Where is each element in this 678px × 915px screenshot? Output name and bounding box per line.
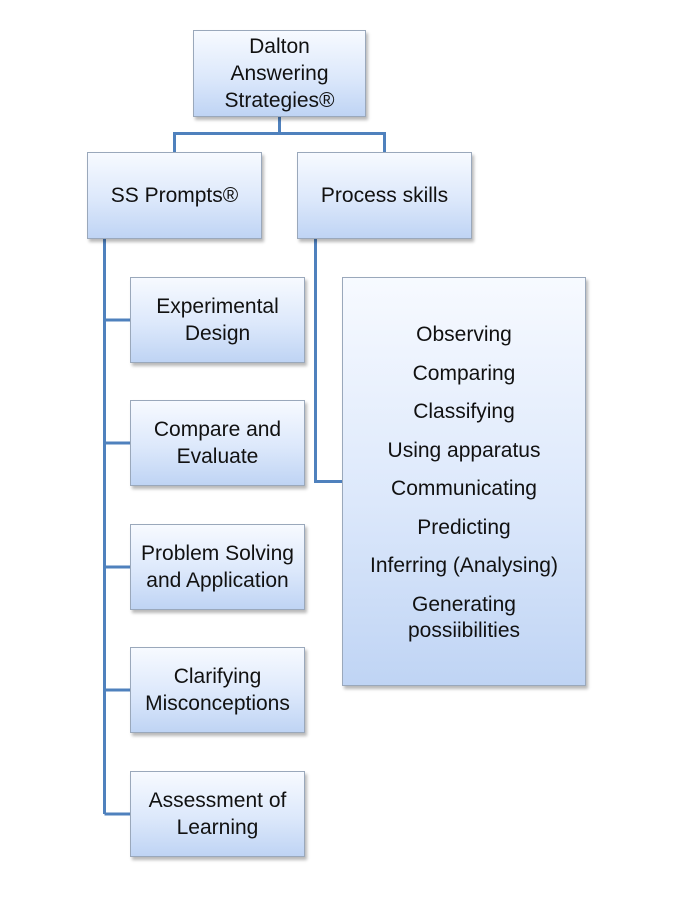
skill-item-using-apparatus: Using apparatus (387, 438, 541, 462)
root-node-label: Dalton Answering Strategies® (224, 35, 335, 112)
assessment-of-learning-label: Assessment of Learning (148, 789, 287, 839)
node-experimental-design: Experimental Design (130, 277, 305, 363)
skill-item-comparing: Comparing (412, 361, 516, 385)
connector-root-to-process-skills (279, 132, 386, 152)
skill-item-communicating: Communicating (391, 477, 537, 500)
skill-item-inferring: Inferring (Analysing) (370, 554, 558, 577)
connector-root-to-ss-prompts (173, 117, 281, 152)
node-assessment-of-learning: Assessment of Learning (130, 771, 305, 857)
node-clarifying-misconceptions: Clarifying Misconceptions (130, 647, 305, 733)
node-ss-prompts: SS Prompts® (87, 152, 262, 239)
skill-item-generating-possibilities: Generating possiibilities (407, 592, 521, 642)
skill-item-observing: Observing (416, 323, 512, 346)
skill-item-classifying: Classifying (413, 400, 515, 423)
node-process-skills-list: Observing Comparing Classifying Using ap… (342, 277, 586, 686)
ss-prompts-label: SS Prompts® (110, 184, 239, 207)
clarifying-misconceptions-label: Clarifying Misconceptions (145, 665, 290, 715)
problem-solving-label: Problem Solving and Application (141, 542, 294, 592)
compare-and-evaluate-label: Compare and Evaluate (153, 418, 282, 468)
node-problem-solving-and-application: Problem Solving and Application (130, 524, 305, 610)
skill-item-predicting: Predicting (417, 515, 511, 539)
node-compare-and-evaluate: Compare and Evaluate (130, 400, 305, 486)
experimental-design-label: Experimental Design (156, 295, 279, 345)
connector-process-to-skills (314, 239, 342, 483)
node-process-skills: Process skills (297, 152, 472, 239)
process-skills-label: Process skills (320, 184, 449, 207)
root-node-dalton-answering-strategies: Dalton Answering Strategies® (193, 30, 366, 117)
